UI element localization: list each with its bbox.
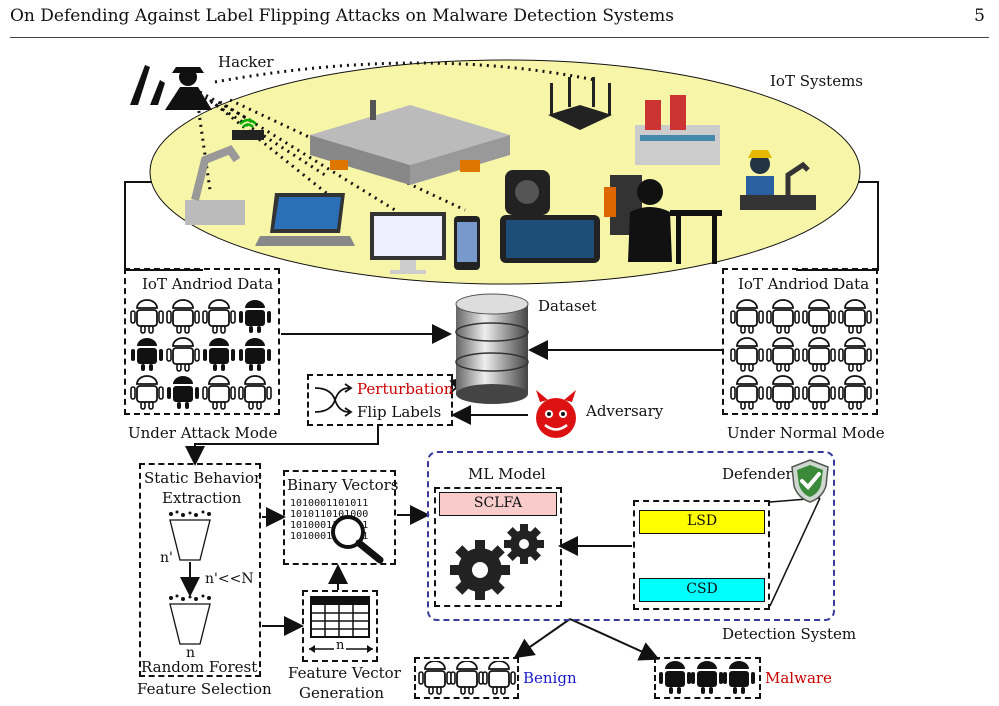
feature-dots-bottom	[169, 594, 211, 601]
malware-label: Malware	[765, 669, 832, 687]
benign-label: Benign	[523, 669, 577, 687]
csd-box: CSD	[639, 578, 765, 602]
iot-systems-label: IoT Systems	[770, 72, 864, 90]
ml-model-title: ML Model	[468, 465, 546, 483]
binary-row: 1010001101011	[290, 531, 369, 542]
robot-arm-icon	[185, 145, 245, 225]
desktop-monitor-icon	[370, 212, 446, 274]
binary-row: 1010110101000	[290, 509, 369, 520]
detector-group-box	[633, 500, 770, 610]
funnel-bottom	[169, 603, 211, 645]
magnifier-icon	[331, 515, 384, 564]
attack-android-grid	[130, 298, 275, 414]
technician-icon	[628, 179, 722, 264]
lsd-box: LSD	[639, 510, 765, 534]
extraction-label: Extraction	[162, 489, 242, 507]
dataset-label: Dataset	[538, 297, 597, 315]
static-behavior-label: Static Behavior	[144, 469, 262, 487]
funnel-top	[169, 519, 211, 561]
benign-android-row	[418, 660, 518, 701]
n-relation-label: n'<<N	[205, 571, 254, 587]
table-icon	[310, 596, 370, 638]
feature-vector-box	[302, 590, 378, 662]
hacker-icon	[130, 65, 212, 110]
binary-row: 1010001101011	[290, 498, 369, 509]
flip-to-feature-arrow	[185, 426, 379, 466]
header-rule	[10, 37, 989, 38]
flip-labels-label: Flip Labels	[357, 403, 442, 421]
binary-vectors-title: Binary Vectors	[287, 476, 399, 494]
normal-data-title: IoT Andriod Data	[738, 275, 870, 293]
benign-box	[414, 657, 519, 699]
feature-selection-caption: Feature Selection	[137, 680, 272, 698]
detection-system-caption: Detection System	[722, 625, 857, 643]
normal-mode-caption: Under Normal Mode	[727, 424, 885, 442]
normal-android-grid	[730, 298, 875, 414]
shield-icon	[791, 459, 829, 503]
devil-icon	[528, 388, 584, 443]
feature-vector-line1: Feature Vector	[288, 664, 401, 682]
sclfa-box: SCLFA	[439, 492, 557, 516]
power-plant-icon	[635, 95, 720, 165]
to-benign-arrow	[513, 618, 571, 659]
wifi-router-icon	[548, 77, 612, 130]
adversary-label: Adversary	[586, 402, 664, 420]
normal-data-box	[722, 268, 878, 415]
to-malware-arrow	[569, 618, 660, 661]
attack-mode-caption: Under Attack Mode	[128, 424, 278, 442]
perturbation-label: Perturbation	[357, 380, 454, 398]
attack-data-title: IoT Andriod Data	[142, 275, 274, 293]
binary-vectors-box	[283, 470, 396, 565]
n-label: n	[186, 645, 196, 661]
attack-bracket	[124, 181, 203, 271]
random-forest-label: Random Forest	[141, 658, 258, 676]
detection-system-box	[427, 451, 835, 621]
page-number: 5	[974, 6, 985, 26]
factory-icon	[310, 100, 510, 185]
perturbation-box	[307, 374, 453, 426]
devices-cluster-icon	[500, 170, 642, 263]
n-prime-label: n'	[160, 550, 173, 566]
hacker-label: Hacker	[218, 53, 274, 71]
defender-label: Defender	[722, 465, 793, 483]
normal-bracket	[796, 181, 879, 271]
attack-data-box	[124, 268, 280, 415]
smartphone-icon	[454, 216, 480, 270]
laptop-icon	[255, 193, 355, 246]
shuffle-icon	[314, 383, 353, 417]
worker-robot-icon	[740, 150, 816, 210]
feature-selection-box	[139, 463, 261, 677]
database-icon	[455, 293, 529, 404]
fvg-n-label: n	[334, 638, 347, 653]
router-icon	[232, 118, 264, 140]
binary-bits: 1010001101011 1010110101000 101000110101…	[290, 498, 368, 542]
malware-box	[654, 657, 761, 699]
feature-vector-line2: Generation	[299, 684, 385, 702]
feature-dots-top	[169, 510, 211, 517]
gears-icon	[450, 524, 544, 600]
page-header-title: On Defending Against Label Flipping Atta…	[10, 6, 675, 26]
ml-model-box	[434, 487, 562, 607]
malware-android-row	[658, 661, 758, 701]
binary-row: 1010001101011	[290, 520, 369, 531]
